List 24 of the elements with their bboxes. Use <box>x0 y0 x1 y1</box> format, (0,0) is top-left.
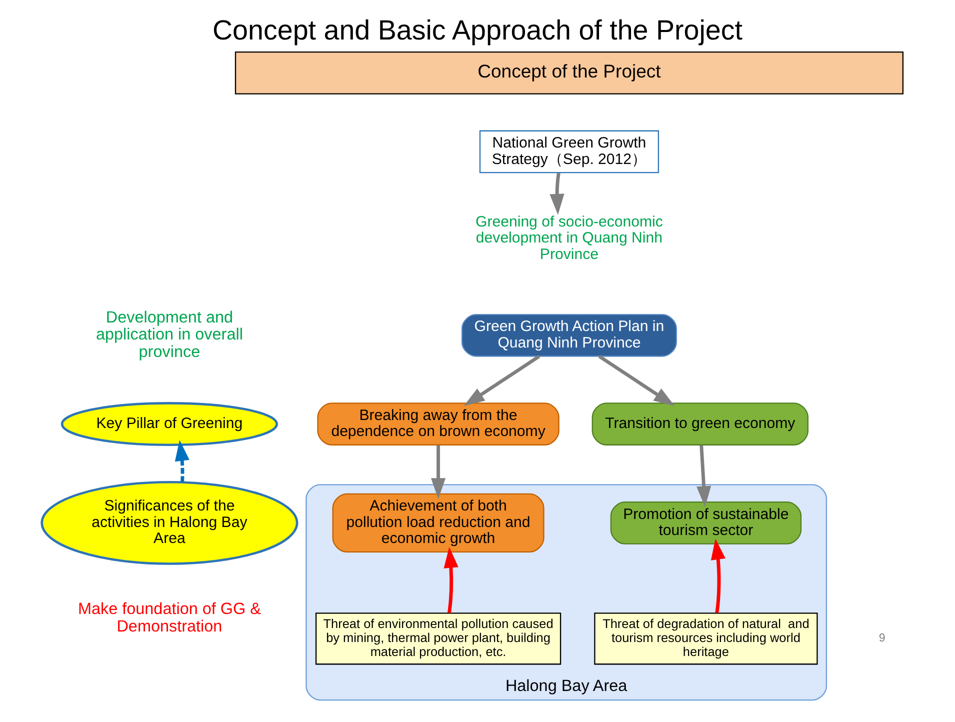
arrow <box>550 172 564 215</box>
arrow <box>174 440 190 482</box>
node-box: Breaking away from the dependence on brown economy <box>317 402 560 446</box>
arrow <box>696 445 712 508</box>
node-box: Threat of degradation of natural and tourism resources including world heritage <box>594 612 818 665</box>
node-box: Concept of the Project <box>234 52 904 94</box>
arrow <box>598 354 675 406</box>
node-ellipse: Key Pillar of Greening <box>60 402 278 446</box>
node-label: Make foundation of GG & Demonstration <box>78 600 261 636</box>
arrow <box>464 354 540 406</box>
node-box: Transition to green economy <box>592 402 808 446</box>
node-ellipse: Significances of the activities in Halong Bay Area <box>40 480 298 565</box>
node-box: Achievement of both pollution load reduction and economic growth <box>332 493 544 552</box>
label: 9 <box>878 632 886 645</box>
arrow <box>430 445 446 499</box>
arrow <box>444 546 458 614</box>
diagram-title: Concept and Basic Approach of the Project <box>212 14 742 46</box>
node-box: Threat of environmental pollution caused by mining, thermal power plant, building material production, etc. <box>315 612 562 665</box>
node-box: Green Growth Action Plan in Quang Ninh Province <box>461 314 677 357</box>
node-box: National Green Growth Strategy（Sep. 2012） <box>479 130 660 174</box>
arrow <box>710 538 726 614</box>
node-box: Promotion of sustainable tourism sector <box>610 502 802 544</box>
node-text: Greening of socio-economic development in Quang Ninh Province <box>476 213 663 263</box>
node-label: Development and application in overall province <box>96 308 243 362</box>
